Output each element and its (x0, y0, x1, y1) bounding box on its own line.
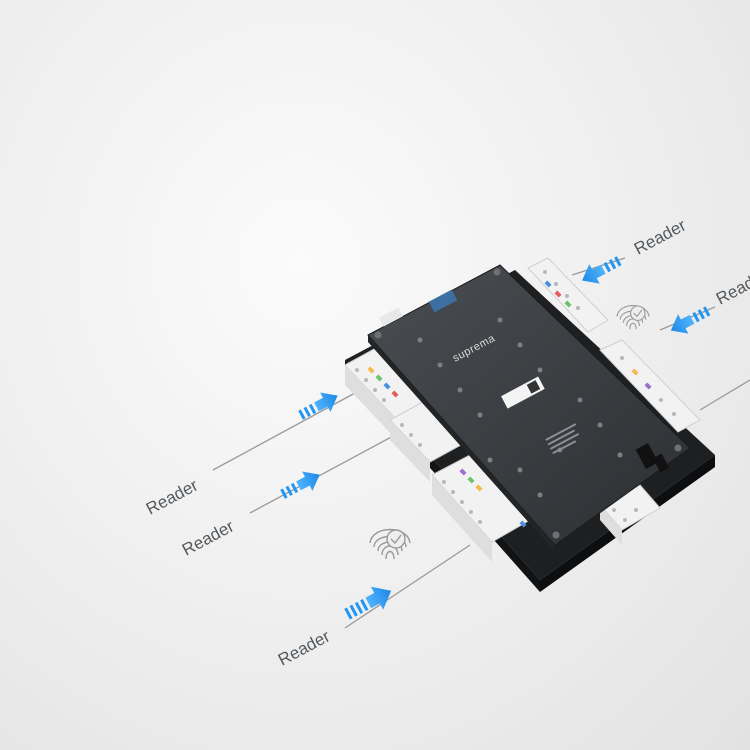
label-sticker (501, 376, 545, 409)
fingerprint-check-icon (616, 305, 650, 330)
connector-colors (367, 280, 652, 528)
cover-screws (374, 268, 682, 539)
ethernet-port (428, 289, 458, 313)
signal-arrow-icon (280, 471, 320, 499)
relay-component (652, 453, 670, 473)
relay-component (635, 443, 659, 469)
reader-label-right-upper: Reader (631, 215, 689, 258)
reader-label-bottom: Reader (275, 626, 333, 669)
reader-label-right-lower: Reader (713, 265, 750, 308)
signal-arrow-icon (298, 392, 338, 420)
reader-label-left-lower: Reader (179, 516, 237, 559)
terminal-blocks-left (344, 342, 531, 562)
signal-arrow-icon (344, 586, 392, 620)
signal-arrow-icon (670, 306, 711, 334)
power-connector (378, 307, 404, 327)
signal-arrow-icon (582, 256, 622, 284)
reader-label-left-upper: Reader (143, 475, 201, 518)
info-panel (545, 423, 580, 455)
fingerprint-check-icon (369, 528, 411, 560)
